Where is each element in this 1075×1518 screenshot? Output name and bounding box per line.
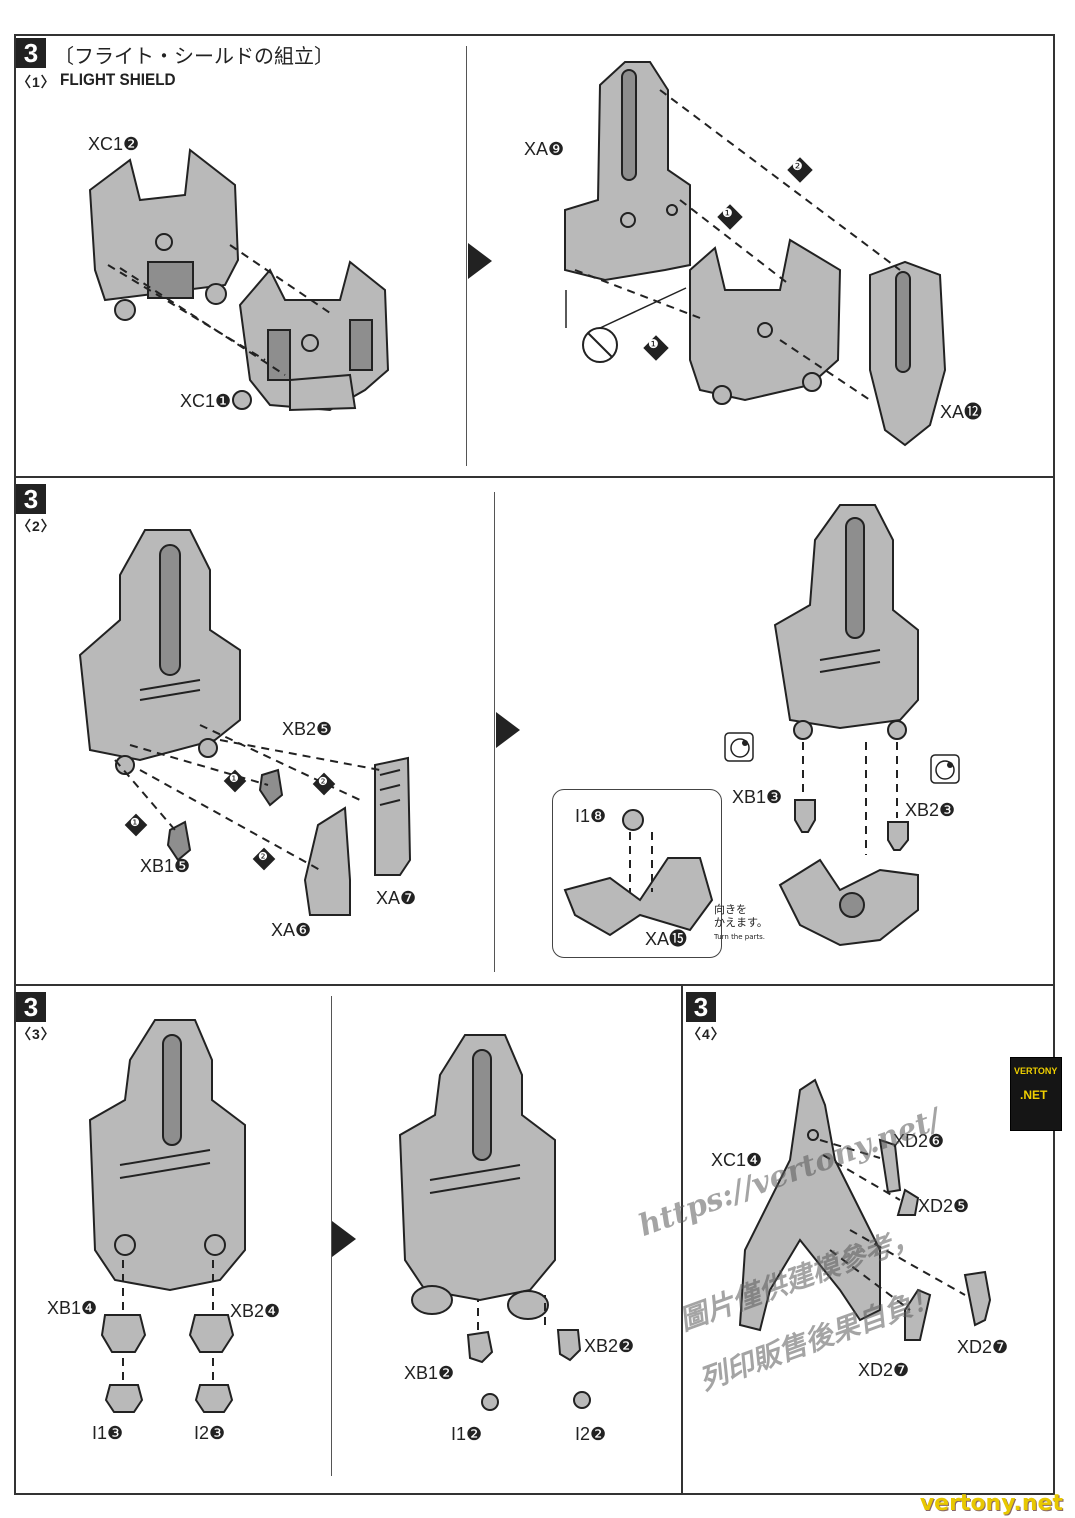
part-label: I1❽	[575, 806, 607, 826]
part-label: I2❷	[575, 1424, 607, 1444]
section-title-en: FLIGHT SHIELD	[60, 70, 176, 89]
logo-text-bottom: .NET	[1020, 1088, 1048, 1102]
part-label: XC1❶	[180, 391, 232, 411]
next-arrow	[496, 712, 520, 748]
part-label: XB1❷	[404, 1363, 455, 1383]
part-label: XA❼	[376, 888, 417, 908]
detail-inset	[552, 789, 722, 958]
part-label: XB1❹	[47, 1298, 98, 1318]
part-label: XA❻	[271, 920, 312, 940]
row-divider-1	[14, 476, 1055, 478]
part-label: XC1❹	[711, 1150, 763, 1170]
next-arrow	[332, 1221, 356, 1257]
step-number: 3	[16, 992, 46, 1022]
part-label: XA❾	[524, 139, 565, 159]
part-label: XA⓯	[645, 929, 688, 949]
col-divider-1	[466, 46, 467, 466]
part-label: XD2❻	[893, 1131, 945, 1151]
part-label: XB2❷	[584, 1336, 635, 1356]
order-marker: ❶	[722, 206, 733, 220]
vertony-logo: VERTONY .NET	[1010, 1057, 1062, 1131]
part-label: I2❸	[194, 1423, 226, 1443]
part-label: XD2❺	[918, 1196, 970, 1216]
step-number: 3	[686, 992, 716, 1022]
logo-text-top: VERTONY	[1014, 1066, 1058, 1076]
footer-site: vertony.net	[919, 1491, 1063, 1516]
next-arrow	[468, 243, 492, 279]
part-label: I1❷	[451, 1424, 483, 1444]
sub-step-3: 〈3〉	[17, 1026, 56, 1042]
part-label: XC1❷	[88, 134, 140, 154]
step-number: 3	[16, 484, 46, 514]
turn-parts-note: 向きを かえます。 Turn the parts.	[714, 903, 768, 944]
step-number: 3	[16, 38, 46, 68]
col-divider-3	[331, 996, 332, 1476]
page-frame	[14, 34, 1055, 1495]
row-divider-2	[14, 984, 1055, 986]
sub-step-4: 〈4〉	[687, 1026, 726, 1042]
sub-step-2: 〈2〉	[17, 518, 56, 534]
part-label: XB2❸	[905, 800, 956, 820]
section-title-jp: 〔フライト・シールドの組立〕	[54, 44, 334, 68]
part-label: XB2❺	[282, 719, 333, 739]
col-divider-4	[681, 984, 683, 1495]
sub-step-1: 〈1〉	[17, 74, 56, 90]
order-marker: ❶	[229, 773, 239, 785]
col-divider-2	[494, 492, 495, 972]
order-marker: ❶	[648, 337, 659, 351]
part-label: XB1❸	[732, 787, 783, 807]
order-marker: ❶	[130, 817, 140, 829]
note-jp-2: かえます。	[714, 916, 768, 929]
part-label: XB2❹	[230, 1301, 281, 1321]
note-en: Turn the parts.	[714, 933, 766, 941]
part-label: XB1❺	[140, 856, 191, 876]
part-label: XD2❼	[858, 1360, 910, 1380]
note-jp-1: 向きを	[714, 903, 747, 916]
order-marker: ❷	[318, 776, 328, 788]
part-label: XD2❼	[957, 1337, 1009, 1357]
order-marker: ❷	[258, 851, 268, 863]
part-label: XA⓬	[940, 402, 983, 422]
part-label: I1❸	[92, 1423, 124, 1443]
order-marker: ❷	[792, 159, 803, 173]
